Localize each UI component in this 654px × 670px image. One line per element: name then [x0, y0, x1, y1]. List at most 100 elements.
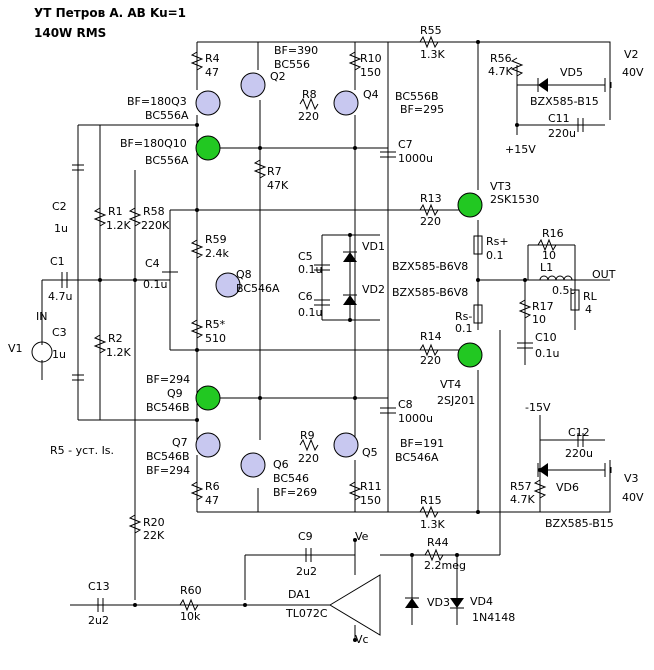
svg-text:C4: C4 [145, 257, 160, 270]
svg-text:R57: R57 [510, 480, 532, 493]
svg-text:0.1u: 0.1u [298, 306, 322, 319]
svg-text:22K: 22K [143, 529, 165, 542]
svg-text:Q6: Q6 [273, 458, 289, 471]
svg-text:BC546: BC546 [273, 472, 309, 485]
svg-text:4.7K: 4.7K [488, 65, 513, 78]
svg-text:2u2: 2u2 [296, 565, 317, 578]
svg-text:R60: R60 [180, 584, 202, 597]
svg-text:R15: R15 [420, 494, 442, 507]
svg-text:C12: C12 [568, 426, 590, 439]
title-line-1: УТ Петров А. AB Ku=1 [34, 6, 186, 20]
svg-text:R6: R6 [205, 480, 220, 493]
svg-text:C13: C13 [88, 580, 110, 593]
svg-text:220K: 220K [141, 219, 170, 232]
svg-text:10: 10 [532, 313, 546, 326]
svg-text:C10: C10 [535, 331, 557, 344]
svg-text:1u: 1u [52, 348, 66, 361]
svg-text:C7: C7 [398, 138, 413, 151]
svg-text:IN: IN [36, 310, 47, 323]
svg-text:R16: R16 [542, 227, 564, 240]
svg-text:VT3: VT3 [490, 180, 511, 193]
diode-symbols [343, 78, 548, 609]
svg-text:VD2: VD2 [362, 283, 385, 296]
svg-text:R17: R17 [532, 300, 554, 313]
svg-text:BC546B: BC546B [146, 450, 190, 463]
svg-text:R7: R7 [267, 165, 282, 178]
svg-text:220: 220 [420, 354, 441, 367]
svg-text:Q7: Q7 [172, 436, 188, 449]
opamp-da1 [329, 574, 381, 636]
svg-text:Vc: Vc [355, 633, 369, 646]
svg-text:R9: R9 [300, 429, 315, 442]
svg-text:BF=180Q3: BF=180Q3 [127, 95, 187, 108]
svg-text:BZX585-B15: BZX585-B15 [545, 517, 614, 530]
svg-text:40V: 40V [622, 491, 644, 504]
svg-text:C6: C6 [298, 290, 313, 303]
svg-text:47: 47 [205, 66, 219, 79]
svg-text:R10: R10 [360, 52, 382, 65]
svg-text:C5: C5 [298, 250, 313, 263]
svg-text:BZX585-B6V8: BZX585-B6V8 [392, 260, 468, 273]
svg-text:R56: R56 [490, 52, 512, 65]
svg-text:1000u: 1000u [398, 152, 433, 165]
svg-text:0.1u: 0.1u [298, 263, 322, 276]
svg-text:VD5: VD5 [560, 66, 583, 79]
svg-text:1.2K: 1.2K [106, 219, 131, 232]
svg-text:BF=294: BF=294 [146, 373, 190, 386]
svg-text:47: 47 [205, 494, 219, 507]
svg-text:Q8: Q8 [236, 268, 252, 281]
junction-dots [98, 40, 542, 642]
svg-text:Rs+: Rs+ [486, 235, 509, 248]
svg-text:VD1: VD1 [362, 240, 385, 253]
svg-text:BF=180Q10: BF=180Q10 [120, 137, 187, 150]
svg-text:BF=390: BF=390 [274, 44, 318, 57]
svg-text:Q2: Q2 [270, 70, 286, 83]
svg-text:510: 510 [205, 332, 226, 345]
svg-text:TL072C: TL072C [285, 607, 328, 620]
svg-text:1.2K: 1.2K [106, 346, 131, 359]
capacitor-symbols [61, 78, 612, 612]
svg-text:R58: R58 [143, 205, 165, 218]
svg-text:1.3K: 1.3K [420, 518, 445, 531]
svg-text:BZX585-B15: BZX585-B15 [530, 95, 599, 108]
svg-text:+15V: +15V [505, 143, 536, 156]
svg-text:VD6: VD6 [556, 481, 579, 494]
svg-text:R5*: R5* [205, 318, 226, 331]
svg-text:Q5: Q5 [362, 446, 378, 459]
svg-text:0.1: 0.1 [455, 322, 473, 335]
title-line-2: 140W RMS [34, 26, 106, 40]
svg-text:1N4148: 1N4148 [472, 611, 515, 624]
svg-text:C1: C1 [50, 255, 65, 268]
svg-text:BC556: BC556 [274, 58, 310, 71]
svg-text:4.7u: 4.7u [48, 290, 72, 303]
svg-text:BF=295: BF=295 [400, 103, 444, 116]
svg-text:2SK1530: 2SK1530 [490, 193, 539, 206]
svg-text:V1: V1 [8, 342, 23, 355]
svg-text:Q4: Q4 [363, 88, 379, 101]
svg-text:R2: R2 [108, 332, 123, 345]
svg-text:R55: R55 [420, 24, 442, 37]
svg-text:220: 220 [298, 452, 319, 465]
svg-text:R59: R59 [205, 233, 227, 246]
svg-text:R11: R11 [360, 480, 382, 493]
svg-text:150: 150 [360, 66, 381, 79]
svg-text:150: 150 [360, 494, 381, 507]
svg-text:BC556A: BC556A [145, 109, 189, 122]
svg-text:1.3K: 1.3K [420, 48, 445, 61]
svg-text:0.5u: 0.5u [552, 284, 576, 297]
svg-text:2u2: 2u2 [88, 614, 109, 627]
svg-text:0.1: 0.1 [486, 249, 504, 262]
svg-text:R13: R13 [420, 192, 442, 205]
svg-text:1000u: 1000u [398, 412, 433, 425]
transistors [195, 72, 483, 478]
svg-text:R44: R44 [427, 536, 449, 549]
svg-text:0.1u: 0.1u [143, 278, 167, 291]
svg-text:40V: 40V [622, 66, 644, 79]
svg-text:C11: C11 [548, 112, 570, 125]
svg-text:10k: 10k [180, 610, 201, 623]
svg-text:220u: 220u [548, 127, 576, 140]
svg-text:220: 220 [420, 215, 441, 228]
svg-text:V2: V2 [624, 48, 639, 61]
svg-text:C2: C2 [52, 200, 67, 213]
